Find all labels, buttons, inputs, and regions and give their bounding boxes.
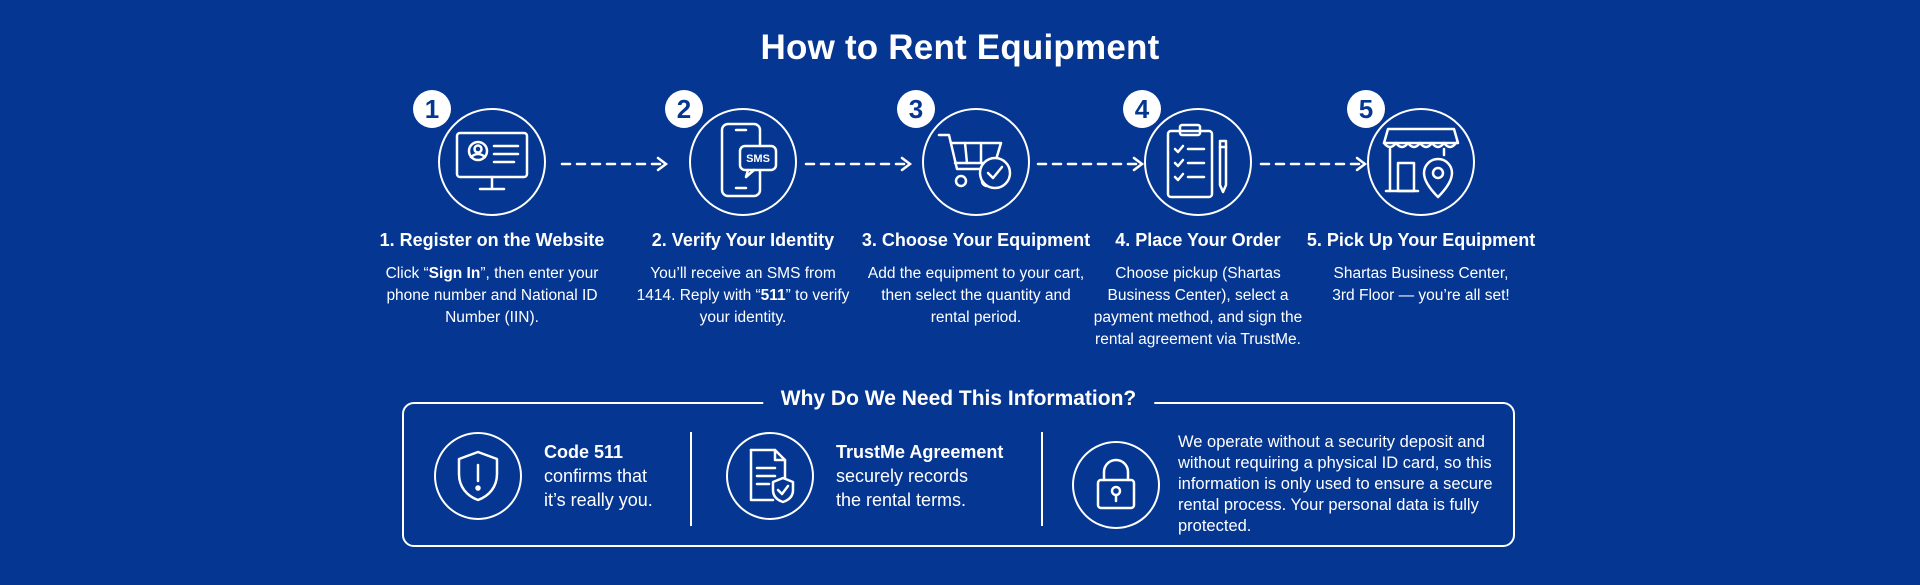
step-description: Click “Sign In”, then enter your phone n… bbox=[385, 265, 599, 326]
step-number-badge: 3 bbox=[897, 90, 935, 128]
step-number-badge: 1 bbox=[413, 90, 451, 128]
arrow-right-icon bbox=[1036, 156, 1145, 172]
step-title: 3. Choose Your Equipment bbox=[861, 230, 1091, 250]
step-number-badge: 5 bbox=[1347, 90, 1385, 128]
store-location-icon bbox=[1367, 108, 1475, 216]
shield-icon bbox=[434, 432, 522, 520]
page-title: How to Rent Equipment bbox=[760, 28, 1160, 67]
info-box: Why Do We Need This Information? Code 51… bbox=[402, 387, 1515, 547]
step-number-badge: 2 bbox=[665, 90, 703, 128]
clipboard-checklist-icon bbox=[1144, 108, 1252, 216]
info-text: We operate without a security deposit an… bbox=[1178, 433, 1493, 535]
info-item-security: We operate without a security deposit an… bbox=[1072, 432, 1498, 537]
info-item-code: Code 511 confirms that it’s really you. bbox=[434, 432, 653, 520]
info-title: Why Do We Need This Information? bbox=[762, 387, 1155, 411]
step-title: 1. Register on the Website bbox=[379, 230, 605, 250]
arrow-right-icon bbox=[1259, 156, 1368, 172]
step-description: Shartas Business Center, 3rd Floor — you… bbox=[1332, 265, 1510, 304]
computer-user-icon bbox=[438, 108, 546, 216]
document-shield-icon bbox=[726, 432, 814, 520]
info-text: TrustMe Agreement securely records the r… bbox=[836, 442, 1004, 510]
svg-text:SMS: SMS bbox=[746, 153, 770, 165]
info-item-trustme: TrustMe Agreement securely records the r… bbox=[726, 432, 1003, 520]
cart-check-icon bbox=[922, 108, 1030, 216]
arrow-right-icon bbox=[804, 156, 913, 172]
step-description: Add the equipment to your cart, then sel… bbox=[867, 265, 1085, 326]
phone-sms-icon: SMS bbox=[689, 108, 797, 216]
divider bbox=[1041, 432, 1043, 526]
step-description: You’ll receive an SMS from 1414. Reply w… bbox=[636, 265, 850, 326]
step-title: 4. Place Your Order bbox=[1115, 230, 1281, 250]
divider bbox=[690, 432, 692, 526]
step-description: Choose pickup (Shartas Business Center),… bbox=[1093, 265, 1303, 348]
step-title: 5. Pick Up Your Equipment bbox=[1306, 230, 1536, 250]
arrow-right-icon bbox=[560, 156, 669, 172]
step-number-badge: 4 bbox=[1123, 90, 1161, 128]
lock-icon bbox=[1072, 440, 1160, 529]
step-title: 2. Verify Your Identity bbox=[651, 230, 835, 250]
info-text: Code 511 confirms that it’s really you. bbox=[544, 442, 653, 510]
